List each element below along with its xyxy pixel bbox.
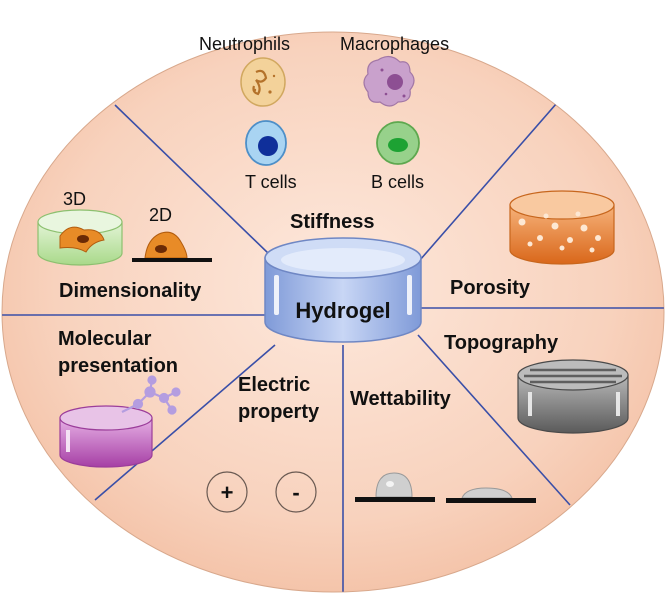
label-2d: 2D (149, 205, 172, 225)
dimension-2d-cell (132, 231, 212, 262)
center-label: Hydrogel (295, 298, 390, 323)
topography-cylinder (517, 359, 629, 434)
label-3d: 3D (63, 189, 86, 209)
label-electric-line2: property (238, 401, 320, 423)
wettability-droplets (355, 472, 536, 503)
macrophage-icon (363, 55, 415, 107)
label-molecular-line1: Molecular (58, 328, 152, 350)
minus-symbol-text: - (292, 480, 299, 505)
label-molecular-line2: presentation (58, 355, 178, 377)
hydrogel-cylinder (264, 237, 422, 343)
divider-top-left (114, 104, 271, 256)
divider-bottom-left (94, 344, 276, 501)
electric-minus-symbol: - (275, 471, 317, 513)
divider-top-right (419, 87, 571, 261)
label-wettability: Wettability (350, 388, 452, 410)
label-stiffness: Stiffness (290, 211, 374, 233)
t-cell-icon (245, 120, 287, 166)
label-b-cells: B cells (371, 172, 424, 192)
label-neutrophils: Neutrophils (199, 34, 290, 54)
label-dimensionality: Dimensionality (59, 280, 202, 302)
electric-plus-symbol: + (206, 471, 248, 513)
b-cell-icon (376, 121, 420, 165)
label-t-cells: T cells (245, 172, 297, 192)
molecule-icon (121, 375, 181, 415)
divider-bottom-right (417, 334, 571, 506)
section-dividers (2, 87, 664, 592)
molecular-cylinder (59, 405, 153, 468)
label-electric-line1: Electric (238, 374, 310, 396)
label-topography: Topography (444, 332, 559, 354)
neutrophil-icon (240, 57, 286, 107)
label-porosity: Porosity (450, 277, 531, 299)
dimension-3d-cylinder (37, 209, 123, 266)
label-macrophages: Macrophages (340, 34, 449, 54)
plus-symbol-text: + (221, 480, 234, 505)
porosity-cylinder (509, 190, 615, 265)
